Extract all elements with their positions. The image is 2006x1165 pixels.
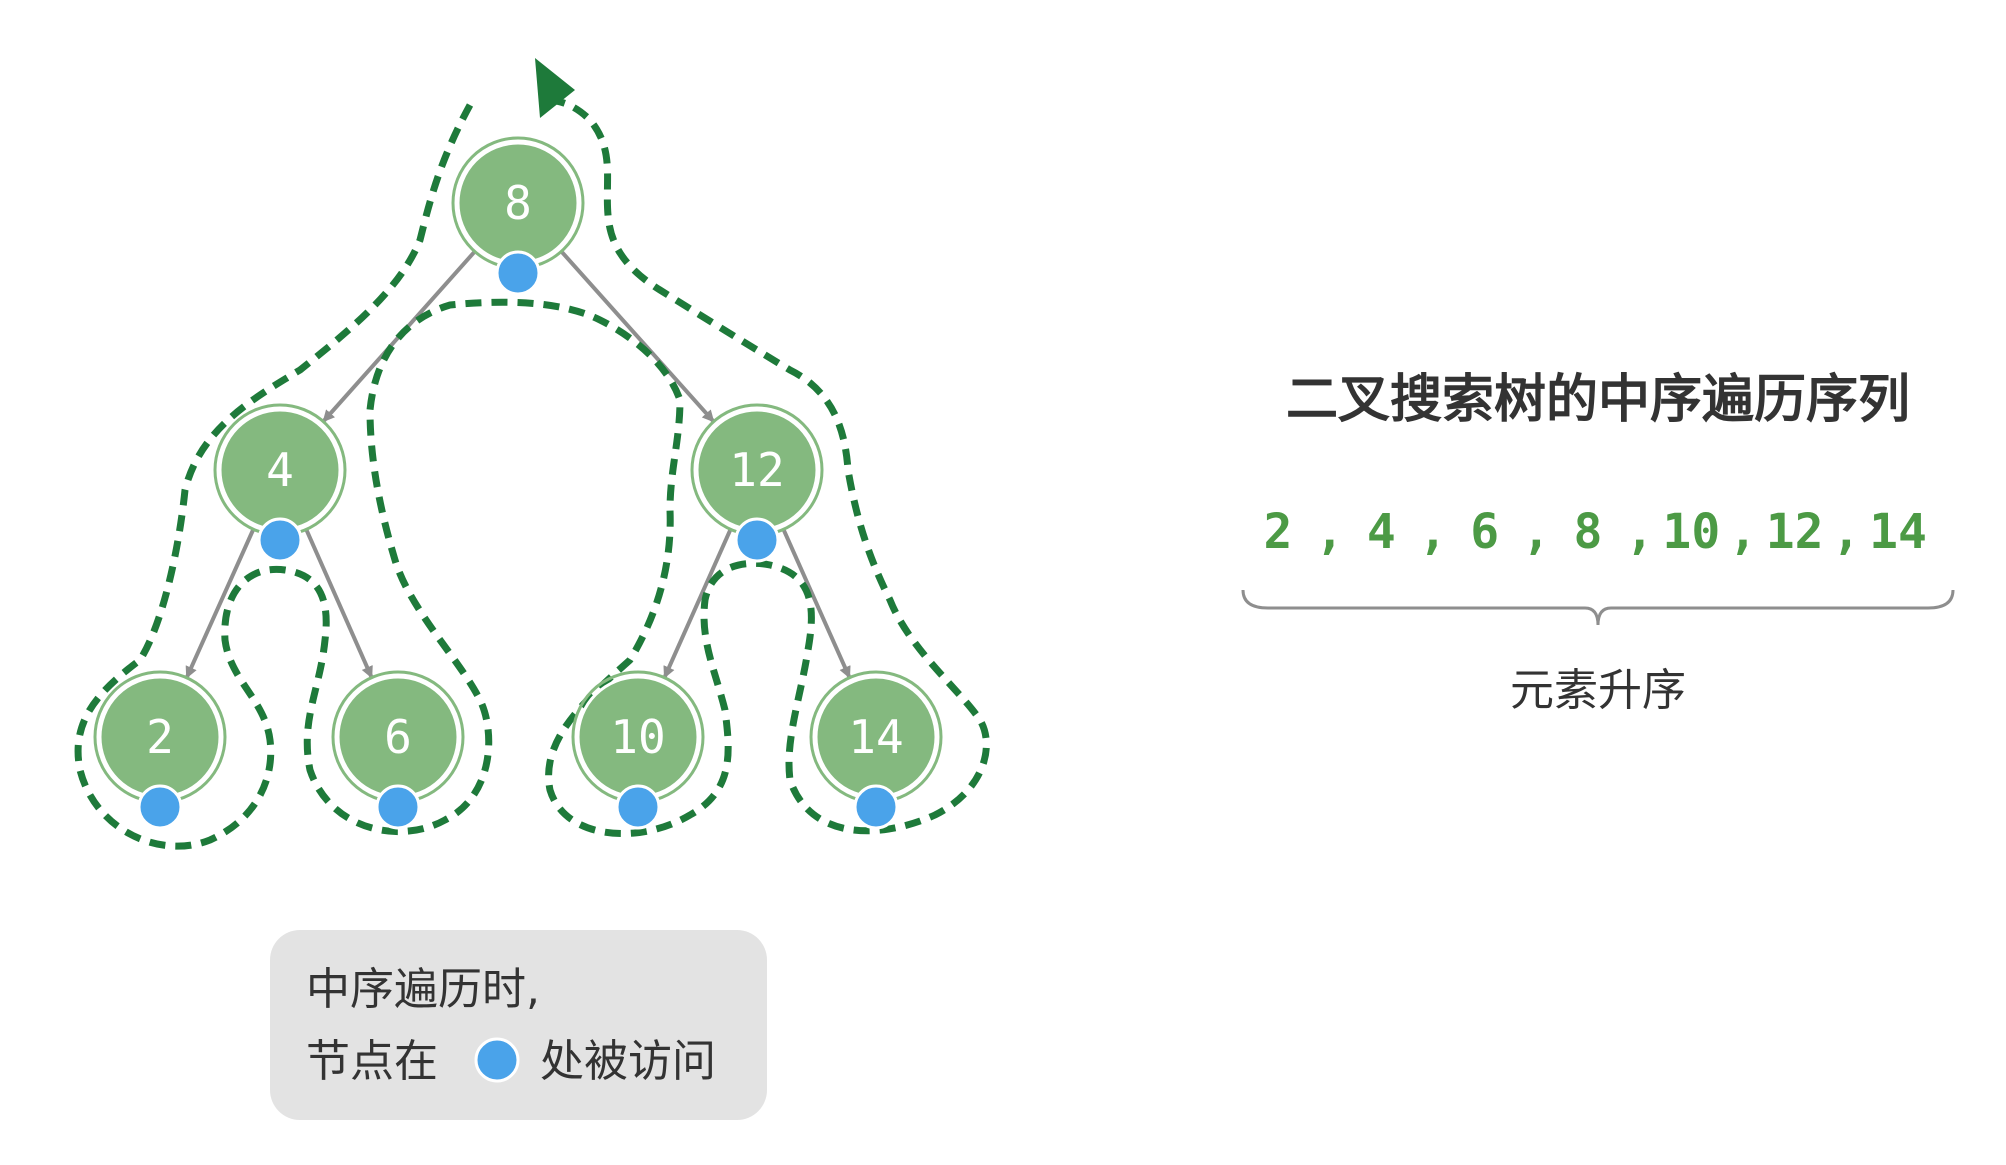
path-start-arrow-icon: [535, 58, 575, 118]
node-value: 2: [146, 710, 174, 764]
sequence-separator: ,: [1729, 504, 1758, 560]
tree-node-2: 2: [93, 670, 227, 830]
tree-node-4: 4: [213, 403, 347, 563]
note-box: [270, 930, 767, 1120]
edge-n8-n12: [559, 249, 715, 423]
sequence-value: 4: [1367, 504, 1396, 560]
node-value: 4: [266, 443, 294, 497]
sequence-value: 10: [1662, 504, 1720, 560]
note-line-2-suffix: 处被访问: [540, 1036, 716, 1087]
sequence-value: 14: [1869, 504, 1927, 560]
node-value: 12: [729, 443, 784, 497]
node-value: 14: [848, 710, 903, 764]
sorted-sequence: 2,4,6,8,10,12,14: [1264, 504, 1927, 560]
visit-dot-icon: [495, 250, 541, 296]
sequence-value: 2: [1264, 504, 1293, 560]
node-value: 8: [504, 176, 532, 230]
node-value: 6: [384, 710, 412, 764]
visit-dot-icon: [137, 784, 183, 830]
sequence-separator: ,: [1832, 504, 1861, 560]
edge-n4-n6: [304, 527, 374, 679]
edge-n12-n10: [663, 527, 733, 679]
sequence-separator: ,: [1315, 504, 1344, 560]
edge-n4-n2: [185, 527, 256, 679]
tree-node-8: 8: [451, 136, 585, 296]
note-line-2-prefix: 节点在: [306, 1036, 438, 1087]
note-line-1: 中序遍历时,: [306, 964, 540, 1015]
sequence-value: 8: [1574, 504, 1603, 560]
sequence-value: 12: [1766, 504, 1824, 560]
tree-edges: [185, 249, 851, 679]
visit-dot-icon: [853, 784, 899, 830]
edge-n12-n14: [781, 527, 851, 679]
visit-dot-icon: [615, 784, 661, 830]
node-value: 10: [610, 710, 665, 764]
visit-dot-legend-icon: [474, 1037, 520, 1083]
brace-label: 元素升序: [1510, 665, 1686, 716]
sequence-separator: ,: [1522, 504, 1551, 560]
sequence-separator: ,: [1625, 504, 1654, 560]
sequence-title: 二叉搜索树的中序遍历序列: [1286, 370, 1910, 430]
visit-dot-icon: [257, 517, 303, 563]
ascending-brace: [1241, 589, 1955, 626]
tree-node-10: 10: [571, 670, 705, 830]
visit-dot-icon: [734, 517, 780, 563]
traversal-path: [74, 96, 990, 850]
visit-dot-icon: [375, 784, 421, 830]
tree-node-14: 14: [809, 670, 943, 830]
tree-node-6: 6: [331, 670, 465, 830]
sequence-separator: ,: [1419, 504, 1448, 560]
tree-node-12: 12: [690, 403, 824, 563]
sequence-value: 6: [1470, 504, 1499, 560]
tree-nodes: 8 4 12 2 6 10 14: [93, 136, 943, 830]
